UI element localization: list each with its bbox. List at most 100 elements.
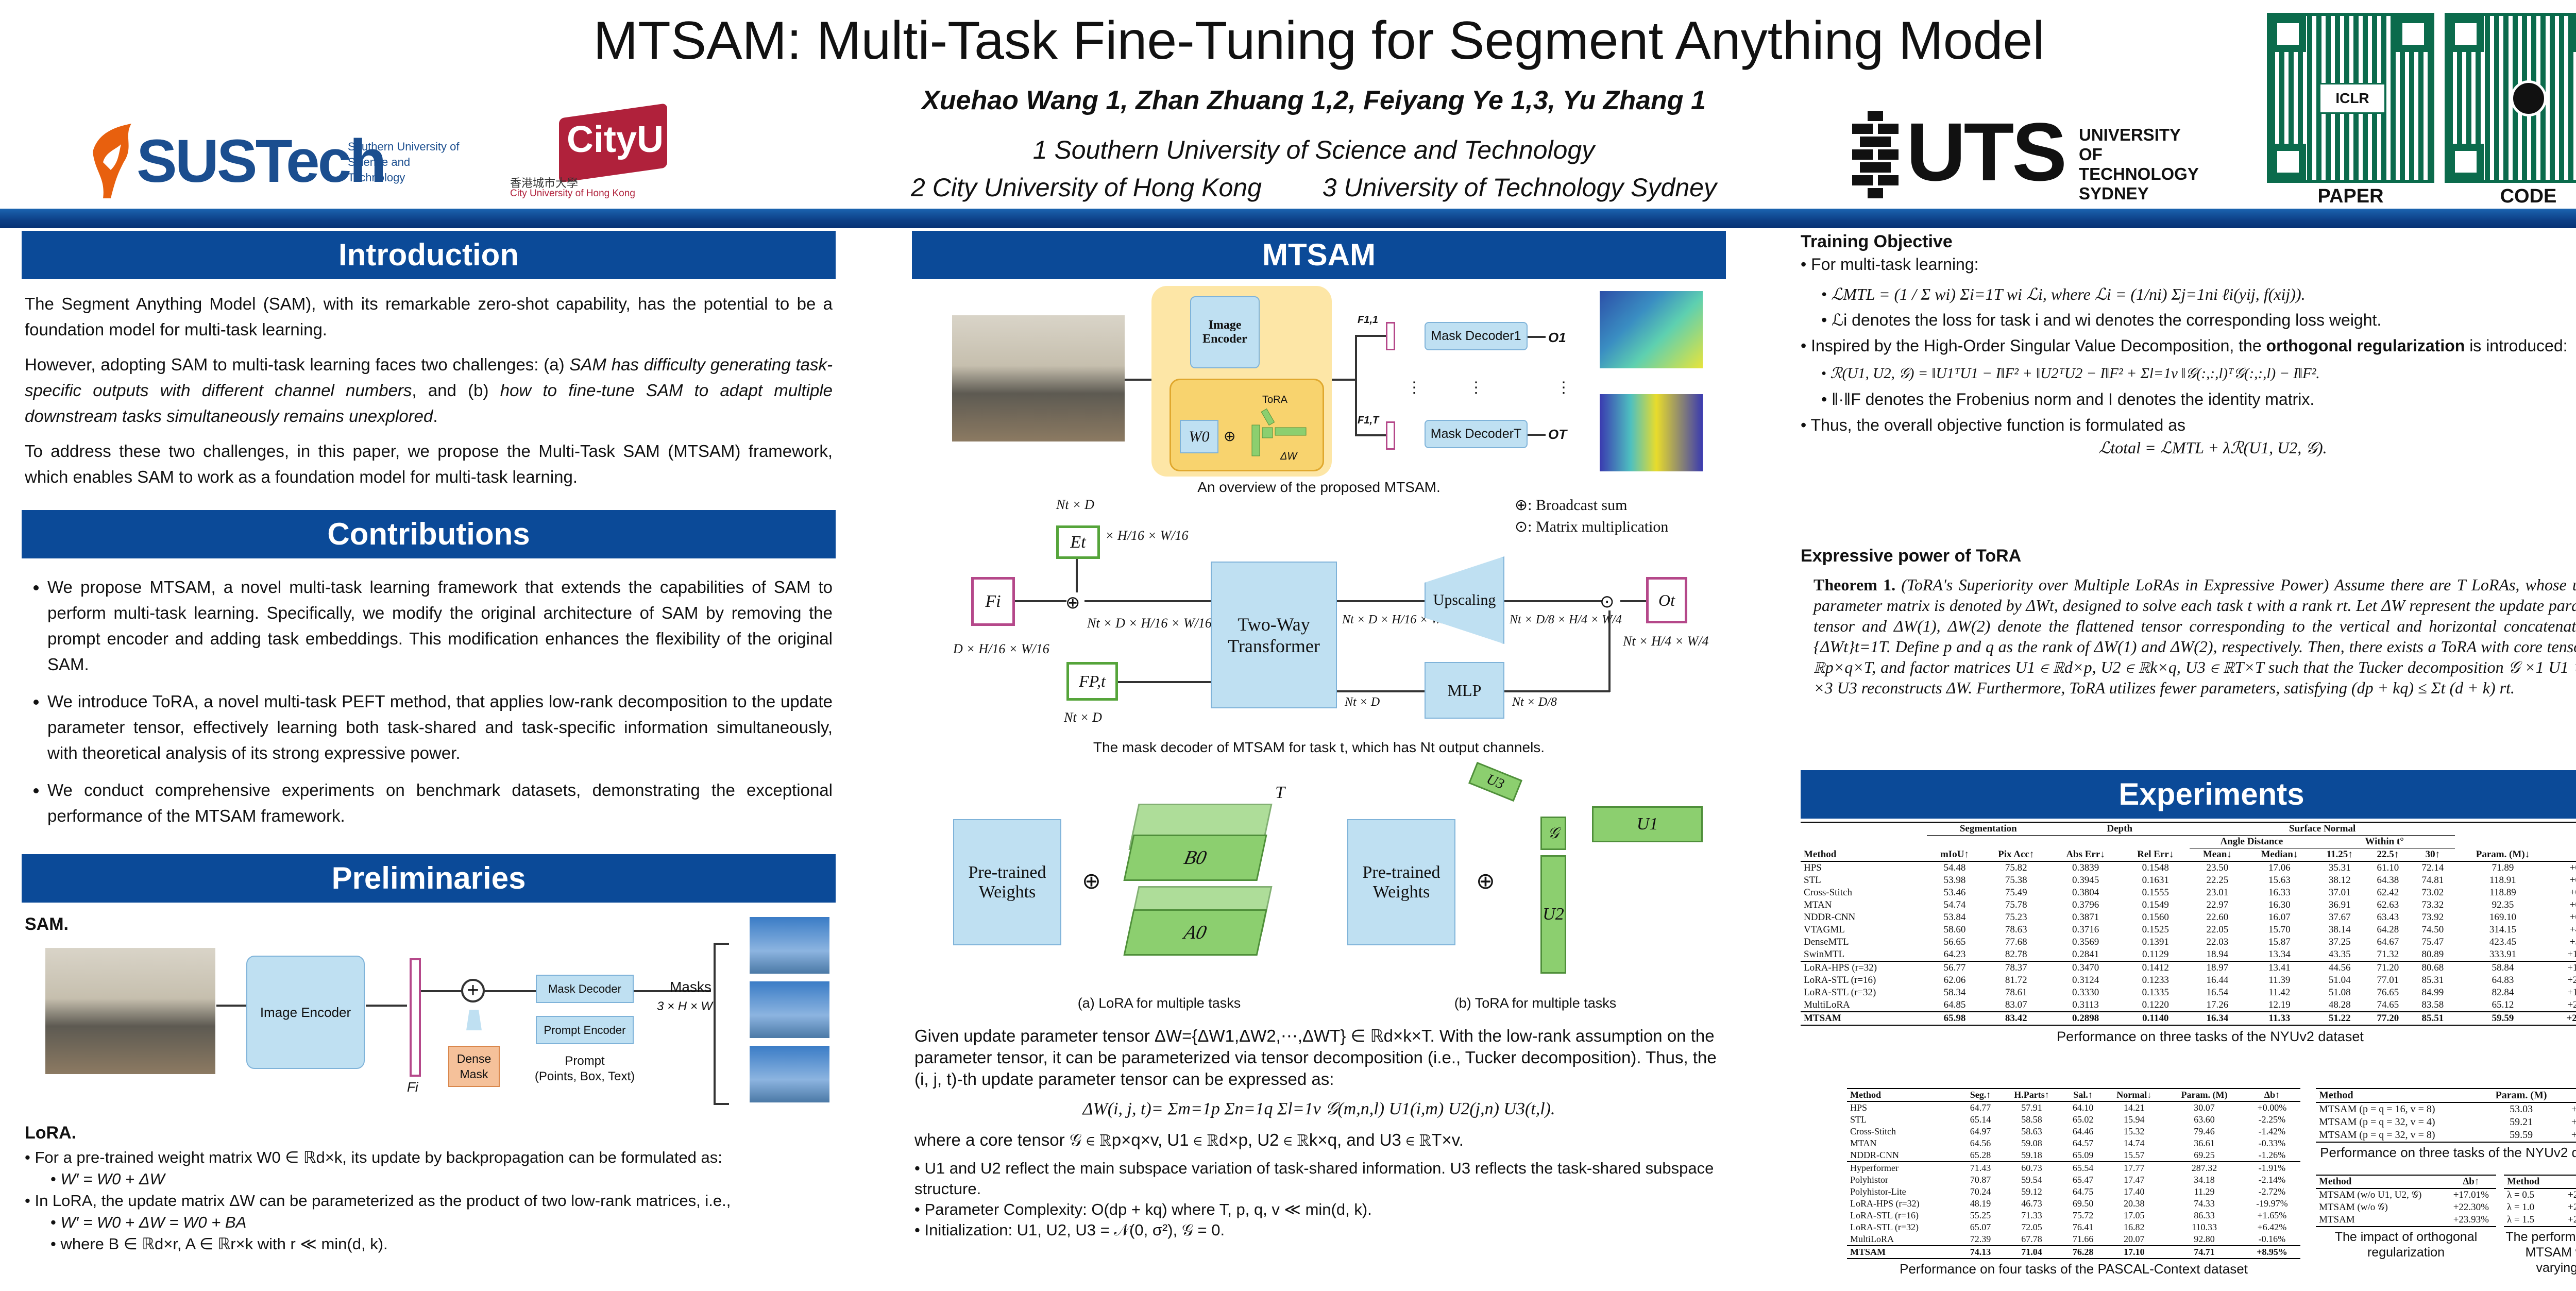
table-cell: 12.19 bbox=[2268, 999, 2291, 1010]
lora-sub-bullet: • where B ∈ ℝd×r, A ∈ ℝr×k with r ≪ min(… bbox=[50, 1235, 388, 1253]
lora-t-label: T bbox=[1275, 783, 1285, 802]
table-cell: 76.28 bbox=[2072, 1247, 2094, 1257]
table-cell: 17.10 bbox=[2124, 1247, 2145, 1257]
table-cell: 22.97 bbox=[2206, 899, 2229, 910]
table-cell: MTSAM (p = q = 32, v = 8) bbox=[2319, 1129, 2435, 1141]
table-cell: 287.32 bbox=[2191, 1163, 2217, 1173]
table-cell: 58.84 bbox=[2492, 962, 2514, 973]
table-cell: 0.3569 bbox=[2072, 937, 2099, 947]
table-cell: 314.15 bbox=[2489, 924, 2517, 935]
table-header-cell: Param. (M) bbox=[2495, 1090, 2547, 1101]
table-cell: 17.05 bbox=[2124, 1210, 2145, 1220]
table-cell: 64.83 bbox=[2492, 975, 2514, 986]
masks-label: Masks bbox=[670, 979, 711, 995]
table-cell: 0.1560 bbox=[2142, 912, 2169, 923]
f11-label: F1,1 bbox=[1358, 314, 1379, 326]
table-cell: 75.38 bbox=[2005, 875, 2027, 886]
et-dim2-label: × H/16 × W/16 bbox=[1105, 528, 1189, 543]
table-cell: 83.42 bbox=[2005, 1013, 2027, 1024]
table-cell: 64.57 bbox=[2072, 1138, 2094, 1148]
paper-qr-code[interactable]: ICLR bbox=[2267, 13, 2434, 183]
table-cell: 65.09 bbox=[2072, 1150, 2094, 1160]
table-cell: 16.44 bbox=[2206, 975, 2229, 986]
table-cell: 0.3804 bbox=[2072, 887, 2099, 898]
lora-a0: A0 bbox=[1123, 909, 1267, 956]
table-cell: 83.07 bbox=[2005, 999, 2027, 1010]
tora-label: ToRA bbox=[1262, 394, 1287, 405]
table-cell: STL bbox=[1804, 875, 1821, 886]
table-cell: 0.1233 bbox=[2142, 975, 2169, 986]
image-feature-fi: Fi bbox=[971, 577, 1015, 626]
table-row: MTSAM (p = q = 32, v = 4)59.21+23.77% bbox=[2316, 1116, 2576, 1129]
tora-bullet: • Parameter Complexity: O(dp + kq) where… bbox=[914, 1200, 1372, 1218]
lora-bullet-2: • In LoRA, the update matrix ΔW can be p… bbox=[25, 1192, 731, 1210]
table-cell: LoRA-STL (r=32) bbox=[1804, 987, 1876, 998]
table-cell: 0.1549 bbox=[2142, 899, 2169, 910]
table-row: MTSAM (w/o 𝒢)+22.30% bbox=[2316, 1201, 2496, 1214]
table-cell: 0.2841 bbox=[2072, 949, 2099, 960]
table-cell: 64.97 bbox=[1970, 1126, 1991, 1136]
table-cell: 75.72 bbox=[2072, 1210, 2094, 1220]
table-header-cell: Method bbox=[1804, 848, 1837, 860]
table-cell: 11.29 bbox=[2194, 1186, 2215, 1197]
table-cell: 82.84 bbox=[2492, 987, 2514, 998]
table-cell: 77.20 bbox=[2377, 1013, 2399, 1024]
table-cell: 75.49 bbox=[2005, 887, 2027, 898]
table-rank-caption: Performance on three tasks of the NYUv2 … bbox=[2320, 1145, 2576, 1160]
table-cell: 16.54 bbox=[2206, 987, 2229, 998]
cityu-english-name: City University of Hong Kong bbox=[510, 188, 635, 199]
table-nyuv2-caption: Performance on three tasks of the NYUv2 … bbox=[2057, 1029, 2364, 1044]
dense-mask-box: Dense Mask bbox=[448, 1046, 500, 1087]
table-cell: 22.25 bbox=[2206, 875, 2229, 886]
table-cell: 0.1548 bbox=[2142, 862, 2169, 873]
uts-emblem-icon bbox=[1850, 111, 1901, 198]
table-cell: 15.57 bbox=[2124, 1150, 2145, 1160]
affiliation-cityu: 2 City University of Hong Kong bbox=[911, 173, 1262, 202]
table-cell: 0.1391 bbox=[2142, 937, 2169, 947]
training-objective-section: Training Objective • For multi-task lear… bbox=[1801, 230, 2576, 459]
table-cell: 22.03 bbox=[2206, 937, 2229, 947]
cityu-wordmark: CityU bbox=[567, 119, 664, 160]
table-header-cell: Param. (M)↓ bbox=[2476, 848, 2530, 860]
cityu-chinese-name: 香港城市大學 bbox=[510, 177, 579, 190]
table-header-cell: mIoU↑ bbox=[1940, 848, 1969, 860]
table-cell: 64.10 bbox=[2072, 1102, 2094, 1113]
table-cell: 74.50 bbox=[2421, 924, 2444, 935]
table-cell: 110.33 bbox=[2192, 1222, 2217, 1232]
iclr-logo: ICLR bbox=[2319, 83, 2386, 114]
matmul-icon: ⊙ bbox=[1600, 592, 1615, 611]
header-band bbox=[0, 209, 2576, 228]
table-cell: 71.33 bbox=[2021, 1210, 2042, 1220]
table-cell: 0.2898 bbox=[2072, 1013, 2099, 1024]
table-cell: 56.77 bbox=[1943, 962, 1966, 973]
table-header-cell: Seg.↑ bbox=[1970, 1090, 1991, 1100]
table-cell: 64.46 bbox=[2072, 1126, 2094, 1136]
table-cell: 53.46 bbox=[1943, 887, 1966, 898]
table-cell: +5.88% bbox=[2569, 937, 2576, 947]
table-cell: 17.47 bbox=[2124, 1175, 2145, 1185]
table-cell: 62.06 bbox=[1943, 975, 1966, 986]
table-cell: 0.1220 bbox=[2142, 999, 2169, 1010]
feature-f1t bbox=[1386, 421, 1395, 450]
table-cell: -1.42% bbox=[2258, 1126, 2286, 1136]
table-header-cell: Δb↑ bbox=[2551, 848, 2576, 862]
table-cell: 70.24 bbox=[1970, 1186, 1991, 1197]
table-cell: 65.47 bbox=[2072, 1175, 2094, 1185]
table-cell: 76.65 bbox=[2377, 987, 2399, 998]
section-header-preliminaries: Preliminaries bbox=[22, 854, 836, 903]
table-cell: 74.13 bbox=[1970, 1247, 1991, 1257]
table-cell: 56.65 bbox=[1943, 937, 1966, 947]
table-cell: 17.26 bbox=[2206, 999, 2229, 1010]
code-qr-code[interactable] bbox=[2445, 13, 2576, 183]
expressive-power-title: Expressive power of ToRA bbox=[1801, 546, 2022, 566]
table-cell: +22.85% bbox=[2571, 1103, 2576, 1115]
table-cell: 0.1412 bbox=[2142, 962, 2169, 973]
